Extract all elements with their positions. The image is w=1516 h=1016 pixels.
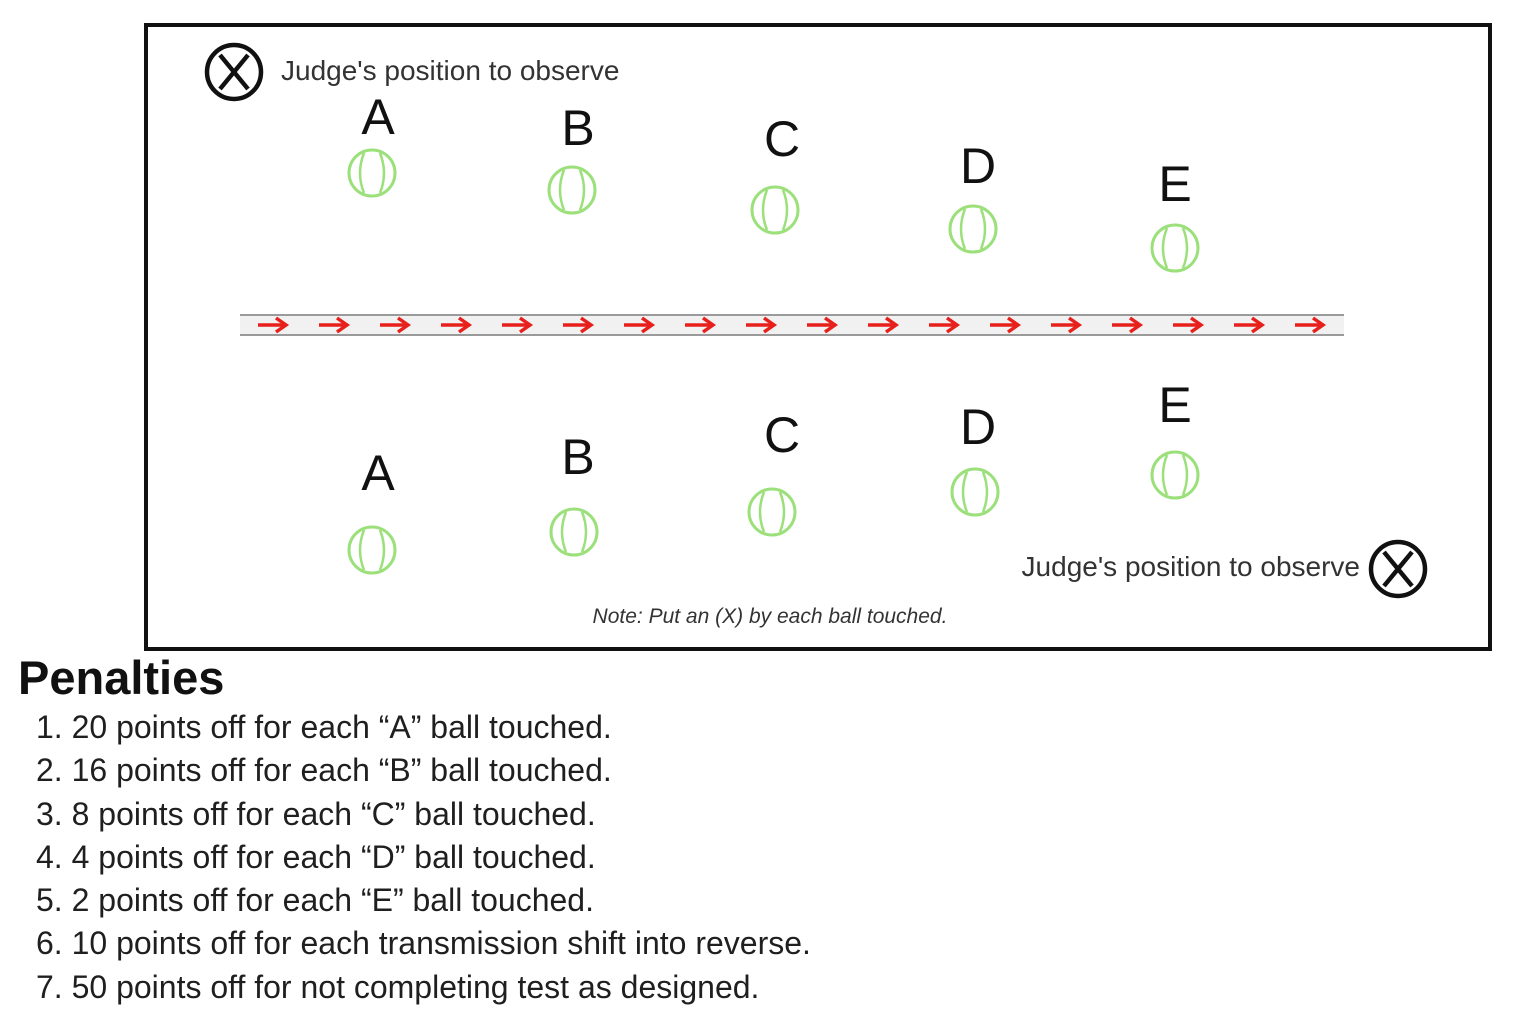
course-diagram: Judge's position to observe Judge's posi… bbox=[204, 42, 1428, 628]
red-arrow-right-icon bbox=[1051, 316, 1083, 334]
tennis-ball-icon bbox=[750, 185, 800, 235]
red-arrow-right-icon bbox=[868, 316, 900, 334]
lane-letter: E bbox=[1158, 377, 1191, 433]
note-text: Note: Put an (X) by each ball touched. bbox=[593, 605, 948, 628]
judge-label-top: Judge's position to observe bbox=[281, 55, 619, 86]
lane-letter: A bbox=[361, 445, 395, 501]
lane-letter: C bbox=[764, 407, 800, 463]
penalties-title: Penalties bbox=[18, 651, 225, 704]
red-arrow-right-icon bbox=[441, 316, 473, 334]
tennis-ball-icon bbox=[547, 165, 597, 215]
red-arrow-right-icon bbox=[502, 316, 534, 334]
red-arrow-right-icon bbox=[929, 316, 961, 334]
bottom-ball-row: A B C D E bbox=[347, 377, 1200, 575]
red-arrow-right-icon bbox=[563, 316, 595, 334]
course-diagram-frame bbox=[144, 23, 1492, 651]
tennis-ball-icon bbox=[1150, 223, 1200, 273]
red-arrow-right-icon bbox=[685, 316, 717, 334]
tennis-ball-icon bbox=[1150, 450, 1200, 500]
driving-path bbox=[240, 314, 1344, 336]
penalty-list: 1. 20 points off for each “A” ball touch… bbox=[18, 706, 1218, 1009]
tennis-ball-icon bbox=[747, 487, 797, 537]
penalty-item: 4. 4 points off for each “D” ball touche… bbox=[36, 838, 596, 875]
tennis-ball-icon bbox=[347, 148, 397, 198]
penalty-item: 5. 2 points off for each “E” ball touche… bbox=[36, 882, 594, 919]
tennis-ball-icon bbox=[549, 507, 599, 557]
lane-letter: C bbox=[764, 111, 800, 167]
penalty-item: 3. 8 points off for each “C” ball touche… bbox=[36, 795, 596, 832]
red-arrow-right-icon bbox=[990, 316, 1022, 334]
penalty-item: 1. 20 points off for each “A” ball touch… bbox=[36, 709, 612, 745]
red-arrow-right-icon bbox=[1234, 316, 1266, 334]
red-arrow-right-icon bbox=[807, 316, 839, 334]
top-ball-row: A B C D E bbox=[347, 89, 1200, 273]
lane-letter: A bbox=[361, 89, 395, 145]
red-arrow-right-icon bbox=[319, 316, 351, 334]
judge-position-bottom-icon bbox=[1368, 539, 1428, 599]
lane-letter: B bbox=[561, 429, 594, 485]
lane-letter: B bbox=[561, 100, 594, 156]
red-arrow-right-icon bbox=[380, 316, 412, 334]
penalty-item: 2. 16 points off for each “B” ball touch… bbox=[36, 752, 612, 789]
judge-label-bottom: Judge's position to observe bbox=[1022, 551, 1360, 582]
lane-letter: D bbox=[960, 399, 996, 455]
red-arrow-right-icon bbox=[258, 316, 290, 334]
tennis-ball-icon bbox=[948, 204, 998, 254]
red-arrow-right-icon bbox=[624, 316, 656, 334]
penalty-item: 6. 10 points off for each transmission s… bbox=[36, 925, 811, 962]
penalties-section: Penalties 1. 20 points off for each “A” … bbox=[18, 650, 1218, 1009]
red-arrow-right-icon bbox=[1173, 316, 1205, 334]
tennis-ball-icon bbox=[950, 467, 1000, 517]
lane-letter: E bbox=[1158, 156, 1191, 212]
direction-arrows bbox=[258, 316, 1327, 334]
judge-position-top-icon bbox=[204, 42, 264, 102]
lane-letter: D bbox=[960, 138, 996, 194]
tennis-ball-icon bbox=[347, 525, 397, 575]
red-arrow-right-icon bbox=[1112, 316, 1144, 334]
red-arrow-right-icon bbox=[746, 316, 778, 334]
red-arrow-right-icon bbox=[1295, 316, 1327, 334]
penalty-item: 7. 50 points off for not completing test… bbox=[36, 968, 760, 1005]
